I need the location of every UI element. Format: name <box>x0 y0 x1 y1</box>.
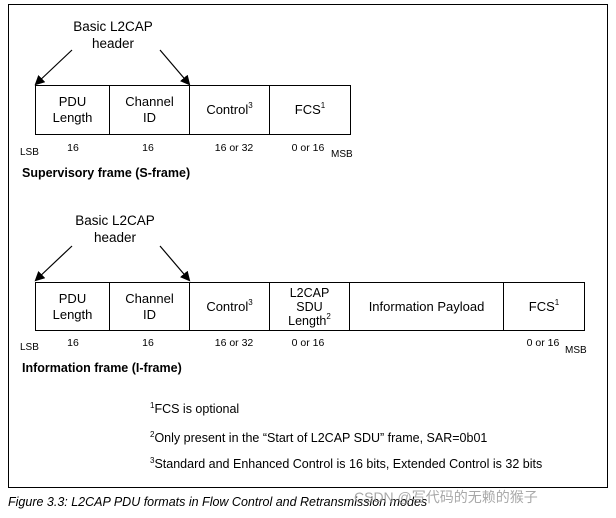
iframe-msb-label: MSB <box>565 345 587 356</box>
sframe-title: Supervisory frame (S-frame) <box>22 166 191 180</box>
footnote-2: 2Only present in the “Start of L2CAP SDU… <box>150 430 488 446</box>
sframe-control-field: Control3 <box>189 85 270 135</box>
iframe-header-label-line2: header <box>93 230 137 245</box>
iframe-sdu-length-field: L2CAP SDU Length2 <box>269 282 350 331</box>
iframe-sdu-length-note: 2 <box>326 311 331 321</box>
iframe-pdu-length-bits: 16 <box>67 337 79 349</box>
iframe-sdu-length-label-line2: SDU <box>296 299 323 314</box>
footnote-1-text: FCS is optional <box>154 402 240 416</box>
watermark: CSDN @写代码的无赖的猴子 <box>354 489 538 505</box>
footnote-2-mark: 2 <box>150 430 155 439</box>
sframe-lsb-label: LSB <box>20 147 39 158</box>
sframe-channel-id-label: Channel ID <box>125 94 174 125</box>
footnote-1: 1FCS is optional <box>150 401 240 417</box>
sframe-control-note: 3 <box>248 101 253 110</box>
iframe-information-payload-field: Information Payload <box>349 282 504 331</box>
iframe-pdu-length-label: PDU Length <box>52 290 93 322</box>
footnote-3: 3Standard and Enhanced Control is 16 bit… <box>150 456 543 472</box>
sframe-control-bits: 16 or 32 <box>214 142 254 154</box>
iframe-lsb-label: LSB <box>20 342 39 353</box>
iframe-channel-id-bits: 16 <box>142 337 154 349</box>
footnote-2-text: Only present in the “Start of L2CAP SDU”… <box>154 431 488 445</box>
footnote-1-mark: 1 <box>150 401 155 410</box>
iframe-pdu-length-field: PDU Length <box>35 282 110 331</box>
iframe-channel-id-label: Channel ID <box>125 290 174 322</box>
sframe-header-label-line2: header <box>91 36 135 51</box>
sframe-fcs-label: FCS <box>294 102 321 117</box>
iframe-sdu-length-bits: 0 or 16 <box>291 337 325 349</box>
sframe-pdu-length-bits: 16 <box>67 142 79 154</box>
iframe-title: Information frame (I-frame) <box>22 361 182 375</box>
iframe-fcs-note: 1 <box>554 297 560 307</box>
iframe-header-label: Basic L2CAP header <box>45 212 185 246</box>
sframe-msb-label: MSB <box>331 149 353 160</box>
figure-caption: Figure 3.3: L2CAP PDU formats in Flow Co… <box>8 495 428 509</box>
sframe-fcs-bits: 0 or 16 <box>291 142 325 154</box>
iframe-channel-id-field: Channel ID <box>109 282 190 331</box>
footnote-3-mark: 3 <box>150 456 155 465</box>
sframe-pdu-length-label: PDU Length <box>52 94 93 125</box>
iframe-fcs-bits: 0 or 16 <box>526 337 560 349</box>
sframe-channel-id-field: Channel ID <box>109 85 190 135</box>
iframe-control-field: Control3 <box>189 282 270 331</box>
footnote-3-text: Standard and Enhanced Control is 16 bits… <box>154 457 543 471</box>
diagram-frame <box>8 4 608 488</box>
sframe-fcs-note: 1 <box>320 101 326 110</box>
iframe-fcs-field: FCS1 <box>503 282 585 331</box>
sframe-header-label: Basic L2CAP header <box>43 18 183 52</box>
sframe-fcs-field: FCS1 <box>269 85 351 135</box>
iframe-header-label-line1: Basic L2CAP <box>75 213 155 228</box>
iframe-sdu-length-label-line1: L2CAP <box>289 285 330 300</box>
iframe-sdu-length-label-line3: Length <box>288 313 327 328</box>
iframe-information-payload-label: Information Payload <box>368 298 485 314</box>
iframe-control-label: Control <box>206 298 249 314</box>
iframe-fcs-label: FCS <box>528 298 555 314</box>
sframe-header-label-line1: Basic L2CAP <box>73 19 153 34</box>
iframe-control-bits: 16 or 32 <box>214 337 254 349</box>
sframe-pdu-length-field: PDU Length <box>35 85 110 135</box>
iframe-control-note: 3 <box>248 297 253 307</box>
sframe-control-label: Control <box>206 102 249 117</box>
sframe-channel-id-bits: 16 <box>142 142 154 154</box>
